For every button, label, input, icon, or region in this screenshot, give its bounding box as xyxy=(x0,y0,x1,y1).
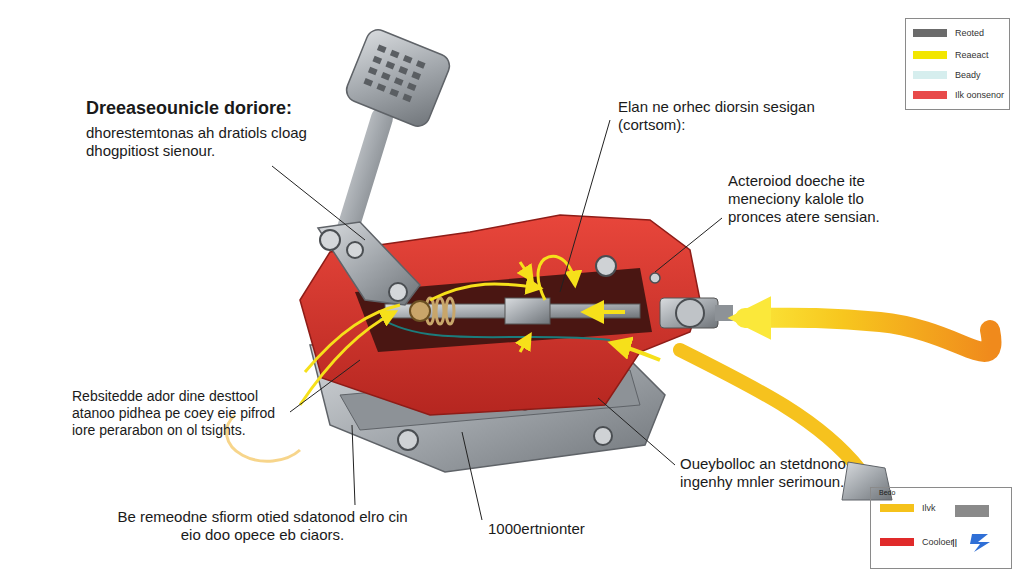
pedal-arm xyxy=(345,118,382,238)
bolt xyxy=(594,427,612,445)
callout-text: Acteroiod doeche ite meneciony kalole tl… xyxy=(728,172,918,226)
bolt xyxy=(398,430,418,450)
pedal-pad xyxy=(343,26,453,129)
callout-heading: Dreeaseounicle doriore: xyxy=(86,98,346,120)
legend-heading: Bedo xyxy=(879,489,919,497)
legend-text: Reaeact xyxy=(955,50,989,60)
callout-text: Rebsitedde ador dine desttool atanoo pid… xyxy=(72,388,287,438)
legend-entry: Ilvk xyxy=(880,503,936,513)
flow-arrow xyxy=(612,343,660,360)
flow-arrow xyxy=(520,262,532,280)
wire xyxy=(380,318,610,340)
callout-text: Elan ne orhec diorsin sesigan (cortsom): xyxy=(618,98,848,134)
cylinder-end xyxy=(715,305,733,321)
legend-text: Reoted xyxy=(955,28,984,38)
callout-number: 1000ertnionter xyxy=(488,520,638,538)
big-arrow xyxy=(680,350,860,470)
cylinder xyxy=(660,298,718,328)
legend-entry: Beady xyxy=(913,70,981,80)
linkage-plate xyxy=(318,222,420,305)
legend-swatch xyxy=(913,51,947,59)
big-arrow xyxy=(745,318,992,352)
flow-arrow xyxy=(585,310,625,314)
callout-text: Oueybolloc an stetdnono ingenhy mnler se… xyxy=(680,455,895,491)
flow-arrow xyxy=(520,335,530,352)
legend-swatch xyxy=(880,538,914,546)
flow-arrow xyxy=(305,305,400,372)
legend-text: Beady xyxy=(955,70,981,80)
pivot xyxy=(389,283,407,301)
legend-entry: Cooloer xyxy=(880,537,954,547)
legend-swatch xyxy=(913,71,947,79)
pivot xyxy=(320,230,340,250)
flow-arrow xyxy=(538,256,575,300)
bolt xyxy=(650,273,660,283)
brand-icon xyxy=(970,534,990,552)
flow-arrow xyxy=(300,312,395,405)
legend-entry: Reaeact xyxy=(913,50,989,60)
callout-text: Be remeodne sfiorm otied sdatonod elro c… xyxy=(115,508,410,544)
legend-swatch xyxy=(913,91,947,99)
flow-arrow xyxy=(430,284,540,300)
legend-note: Il xyxy=(952,538,972,550)
legend-swatch-plain xyxy=(955,505,989,517)
bolt xyxy=(596,256,616,276)
pivot xyxy=(347,242,363,258)
legend-swatch xyxy=(913,29,947,37)
red-housing xyxy=(300,215,700,415)
legend-text: Ilvk xyxy=(922,503,936,513)
sensor-sleeve xyxy=(505,298,550,324)
leader-lines xyxy=(272,120,722,520)
nut xyxy=(676,299,704,327)
legend-box xyxy=(870,487,1012,569)
bushing xyxy=(410,301,430,321)
legend-swatch xyxy=(880,504,914,512)
legend-entry: Reoted xyxy=(913,28,984,38)
callout-text: dhorestemtonas ah dratiols cloag dhogpit… xyxy=(86,124,316,160)
legend-text: Ilk oonsenor xyxy=(955,90,1004,100)
legend-entry: Ilk oonsenor xyxy=(913,90,1004,100)
legend-text: Cooloer xyxy=(922,537,954,547)
